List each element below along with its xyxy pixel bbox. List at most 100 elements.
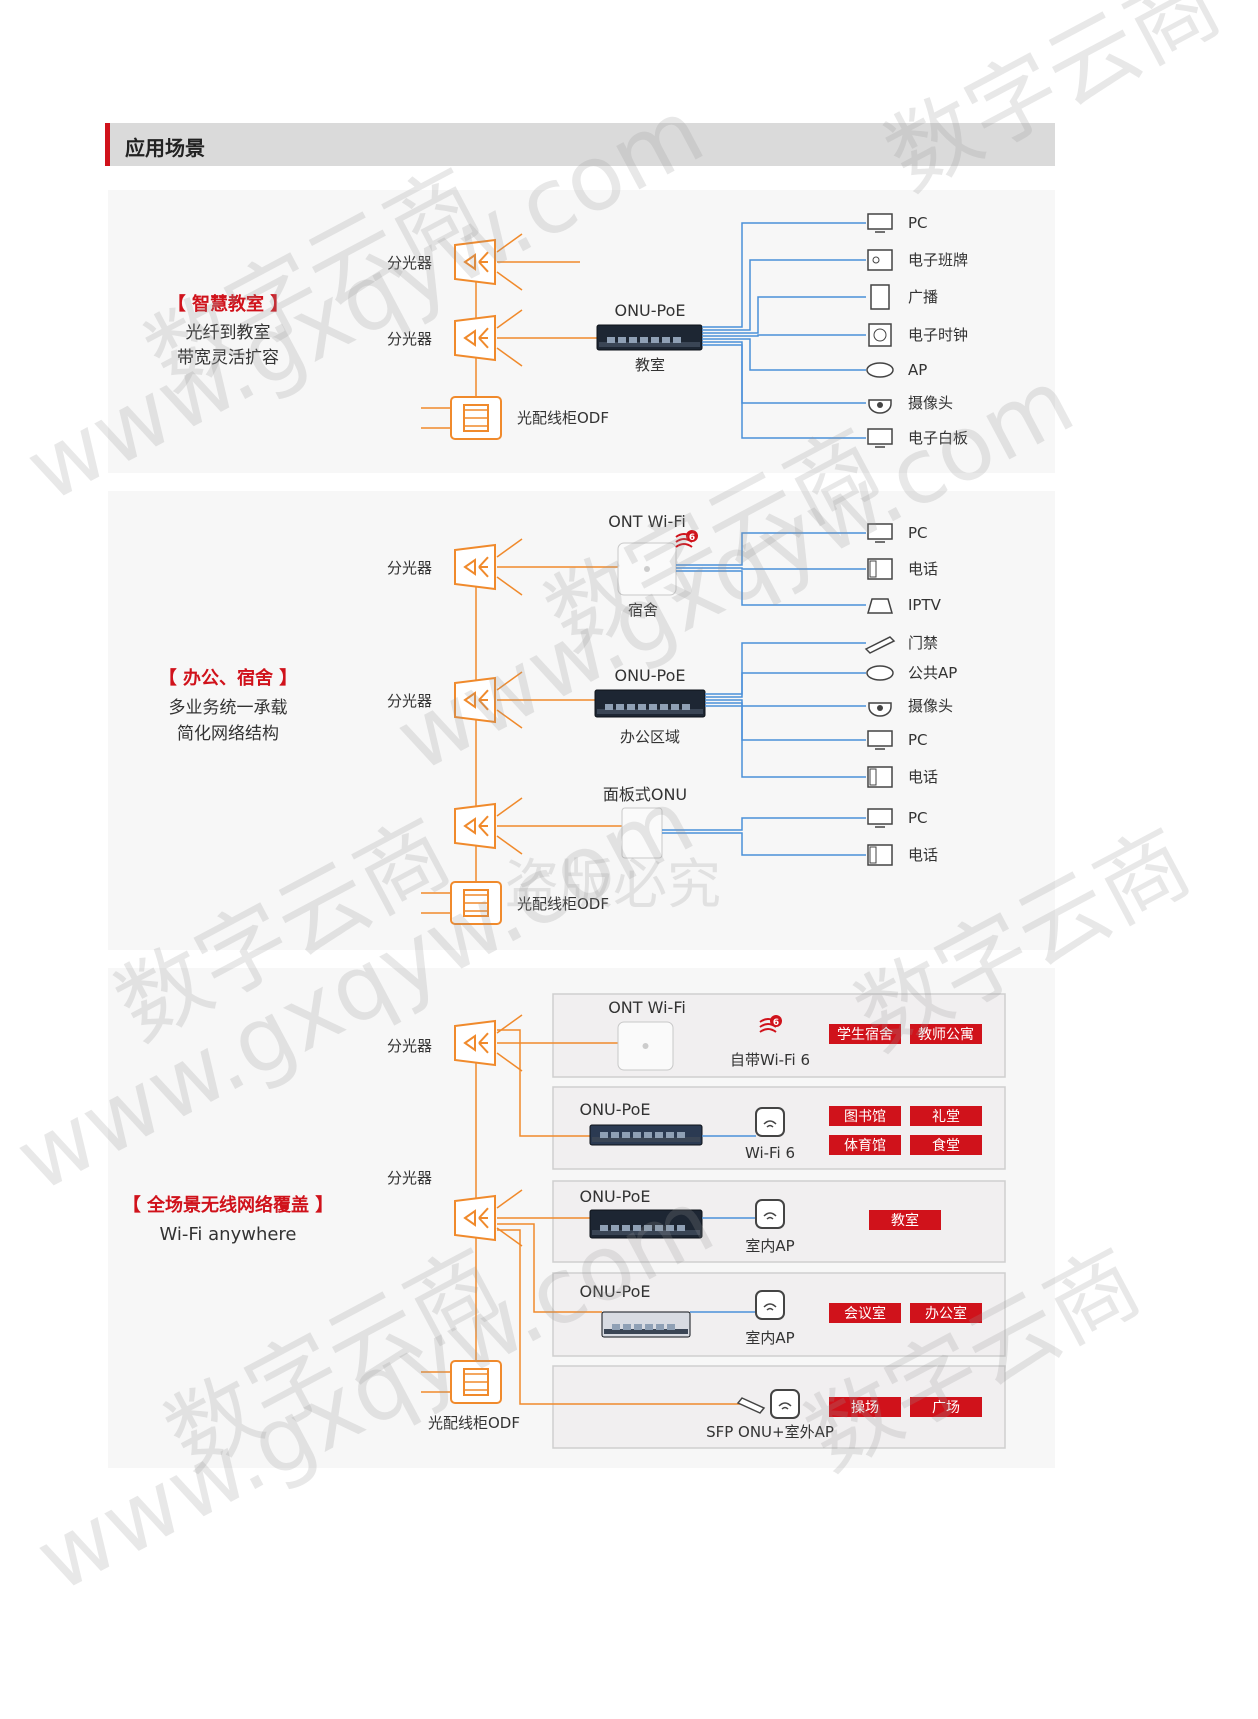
onu-poe-front bbox=[592, 1230, 700, 1235]
splitter-label: 分光器 bbox=[387, 692, 432, 710]
splitter-out-line bbox=[496, 271, 523, 291]
wifi6-wave bbox=[759, 1028, 777, 1033]
splitter-branch bbox=[478, 327, 489, 339]
splitter-out-line bbox=[496, 835, 523, 855]
scene-tag-bg bbox=[829, 1024, 901, 1044]
device-label: 电话 bbox=[908, 846, 938, 864]
splitter-branch bbox=[478, 251, 489, 263]
splitter-out-line bbox=[496, 797, 523, 817]
monitor-screen bbox=[867, 730, 893, 747]
onu-poe-port bbox=[655, 1225, 663, 1231]
onu-poe-port bbox=[618, 337, 626, 343]
splitter-out-line bbox=[496, 671, 523, 691]
ethernet-line bbox=[702, 338, 866, 371]
device-label: 电子时钟 bbox=[908, 326, 968, 344]
splitter-branch bbox=[478, 337, 489, 349]
pc-icon bbox=[867, 730, 893, 750]
splitter-icon bbox=[454, 309, 523, 367]
onu-poe-port bbox=[612, 1324, 620, 1330]
clock-icon bbox=[868, 323, 892, 347]
phone-icon bbox=[867, 844, 893, 866]
onu-poe-port bbox=[640, 337, 648, 343]
onu-poe-port bbox=[666, 1225, 674, 1231]
section-desc: 光纤到教室 bbox=[186, 323, 271, 343]
splitter-branch bbox=[478, 1042, 489, 1054]
ap-label: SFP ONU+室外AP bbox=[706, 1423, 834, 1441]
onu-poe-label: ONU-PoE bbox=[579, 1100, 650, 1119]
ethernet-line bbox=[676, 532, 866, 566]
ap-frame bbox=[755, 1290, 785, 1320]
board-person bbox=[872, 256, 880, 264]
device-label: 门禁 bbox=[908, 634, 938, 652]
ont-wifi-device-icon bbox=[617, 1021, 674, 1071]
phone-handset bbox=[869, 560, 877, 578]
onu-poe-device-icon bbox=[594, 689, 706, 718]
splitter-branch bbox=[478, 566, 489, 578]
scene-tag: 体育馆 bbox=[844, 1138, 886, 1154]
clock-face bbox=[873, 328, 887, 342]
device-label: IPTV bbox=[908, 596, 942, 614]
wifi6-icon: 6 bbox=[759, 1015, 782, 1033]
scene-tag-bg bbox=[829, 1397, 901, 1417]
odf-label: 光配线柜ODF bbox=[428, 1414, 520, 1432]
splitter-icon bbox=[454, 233, 523, 291]
section-desc: Wi-Fi anywhere bbox=[159, 1224, 296, 1245]
ap-body bbox=[866, 362, 894, 378]
whiteboard-icon bbox=[867, 428, 893, 448]
ethernet-line bbox=[705, 702, 866, 741]
section-header: 应用场景 bbox=[105, 123, 1055, 166]
scene-tag: 教室 bbox=[891, 1212, 919, 1229]
pc-icon bbox=[867, 213, 893, 233]
ethernet-line bbox=[662, 832, 866, 856]
onu-poe-port bbox=[616, 704, 624, 710]
indoor-ap-icon bbox=[770, 1389, 800, 1419]
device-label: PC bbox=[908, 214, 928, 232]
sfp-onu-icon bbox=[736, 1397, 766, 1414]
phone-icon bbox=[867, 766, 893, 788]
panel-onu-label: 面板式ONU bbox=[603, 785, 687, 804]
splitter-arrow bbox=[463, 329, 476, 347]
scene-tag: 教师公寓 bbox=[918, 1026, 974, 1043]
device-label: 电话 bbox=[908, 768, 938, 786]
onu-poe-port bbox=[600, 1225, 608, 1231]
ethernet-line bbox=[702, 341, 866, 404]
scene-tag: 学生宿舍 bbox=[837, 1026, 893, 1043]
splitter-label: 分光器 bbox=[387, 1169, 432, 1187]
splitter-icon bbox=[454, 1189, 523, 1247]
onu-poe-front bbox=[604, 1329, 688, 1334]
onu-poe-port bbox=[682, 704, 690, 710]
ethernet-line bbox=[705, 705, 866, 778]
onu-poe-label: ONU-PoE bbox=[579, 1282, 650, 1301]
onu-poe-port bbox=[633, 1225, 641, 1231]
splitter-out-line bbox=[496, 538, 523, 558]
device-label: 电话 bbox=[908, 560, 938, 578]
scene-tag-bg bbox=[869, 1210, 941, 1230]
onu-poe-port bbox=[605, 704, 613, 710]
ethernet-line bbox=[702, 259, 866, 331]
panel-onu-device-icon bbox=[621, 807, 663, 859]
onu-poe-port bbox=[622, 1132, 630, 1138]
device-label: 公共AP bbox=[908, 664, 957, 682]
splitter-arrow bbox=[463, 817, 476, 835]
iptv-icon bbox=[867, 598, 893, 614]
ap-icon bbox=[866, 665, 894, 681]
odf-icon bbox=[421, 396, 502, 440]
pc-icon bbox=[867, 808, 893, 828]
scene-tag-bg bbox=[910, 1135, 982, 1155]
onu-poe-front bbox=[597, 709, 703, 714]
onu-poe-port bbox=[645, 1324, 653, 1330]
phone-handset bbox=[869, 846, 877, 864]
splitter-branch bbox=[478, 689, 489, 701]
onu-poe-port bbox=[673, 337, 681, 343]
device-label: 广播 bbox=[908, 288, 938, 306]
splitter-branch bbox=[478, 825, 489, 837]
header-accent-bar bbox=[105, 123, 110, 166]
odf-icon bbox=[421, 881, 502, 925]
onu-poe-device-icon bbox=[589, 1209, 703, 1239]
speaker-icon bbox=[870, 284, 890, 310]
splitter-branch bbox=[478, 1207, 489, 1219]
onu-poe-port bbox=[633, 1132, 641, 1138]
splitter-label: 分光器 bbox=[387, 254, 432, 272]
monitor-screen bbox=[867, 213, 893, 230]
wifi6-wave bbox=[675, 543, 693, 548]
